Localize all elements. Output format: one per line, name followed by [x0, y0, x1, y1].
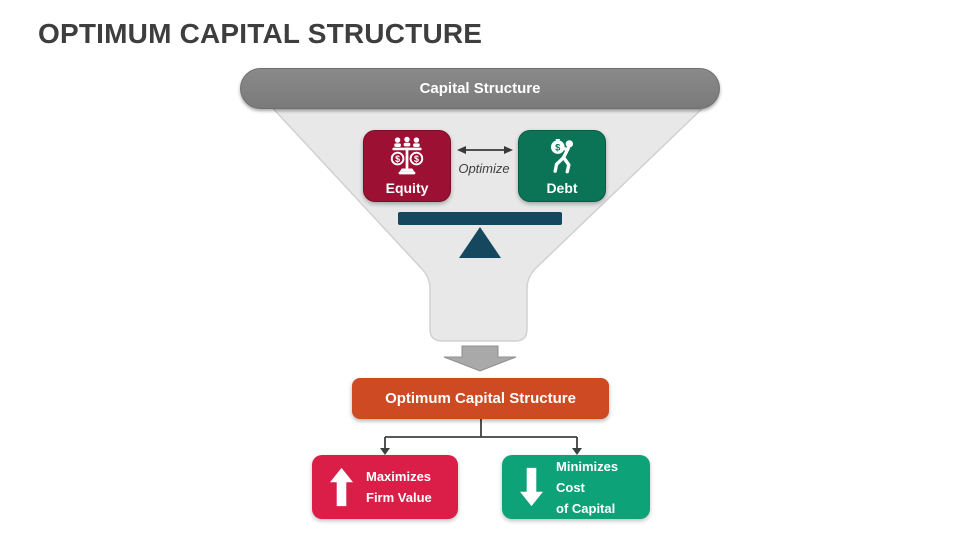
- equity-dollar-glyph: $: [395, 154, 400, 164]
- outcome-maximize-line2: Firm Value: [366, 490, 432, 505]
- outcome-maximize-firm-value-box: Maximizes Firm Value: [312, 455, 458, 519]
- outcome-minimize-label: Minimizes Cost of Capital: [556, 456, 650, 519]
- funnel-drop-arrow-icon: [443, 345, 517, 372]
- optimum-capital-structure-label: Optimum Capital Structure: [385, 390, 576, 407]
- capital-structure-header-label: Capital Structure: [419, 80, 541, 97]
- optimize-arrow-icon: [457, 146, 513, 154]
- equity-balance-icon: $ $: [390, 136, 424, 175]
- outcome-minimize-line1: Minimizes Cost: [556, 458, 619, 495]
- outcome-minimize-line2: of Capital: [556, 500, 616, 516]
- equity-box: $ $ Equity: [363, 130, 451, 202]
- down-arrow-icon: [520, 467, 543, 507]
- balance-seesaw-icon: [398, 212, 562, 258]
- capital-structure-header: Capital Structure: [240, 68, 720, 109]
- equity-dollar-glyph: $: [414, 154, 419, 164]
- outcome-minimize-cost-box: Minimizes Cost of Capital: [502, 455, 650, 519]
- page-title: OPTIMUM CAPITAL STRUCTURE: [38, 18, 483, 49]
- up-arrow-icon: [330, 467, 353, 507]
- debt-box: $ Debt: [518, 130, 606, 202]
- optimize-label: Optimize: [458, 161, 510, 176]
- debt-dollar-glyph: $: [555, 142, 561, 153]
- optimum-capital-structure-box: Optimum Capital Structure: [352, 378, 609, 419]
- outcome-maximize-line1: Maximizes: [366, 469, 432, 484]
- debt-money-bag-icon: $: [550, 138, 574, 174]
- outcome-maximize-label: Maximizes Firm Value: [366, 466, 432, 508]
- equity-label: Equity: [385, 180, 429, 196]
- debt-label: Debt: [546, 180, 578, 196]
- connector-lines: [380, 419, 582, 455]
